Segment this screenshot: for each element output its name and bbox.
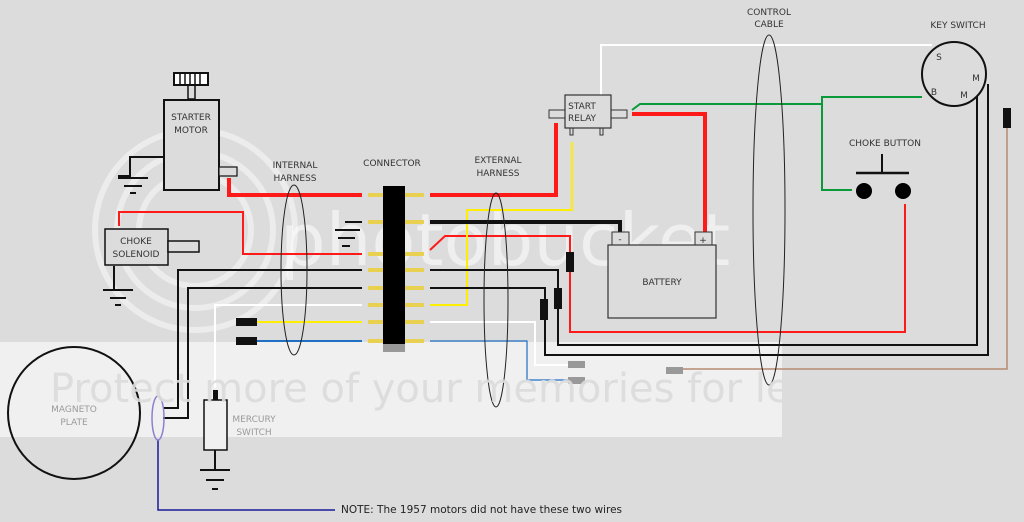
internal-harness-label-2: HARNESS (273, 174, 316, 184)
magneto-plate: MAGNETO PLATE (7, 346, 141, 480)
ground-symbol (335, 229, 360, 247)
yellow-wires (257, 142, 573, 323)
note-text: NOTE: The 1957 motors did not have these… (341, 504, 622, 516)
watermark-banner (0, 342, 782, 437)
note-wire (157, 440, 335, 511)
key-switch-label: KEY SWITCH (930, 21, 985, 31)
battery-positive: + (699, 236, 707, 246)
brown-wire (683, 128, 1008, 370)
start-relay: START RELAY (548, 94, 628, 136)
external-harness (483, 192, 509, 408)
magneto-plate-label-2: PLATE (60, 418, 88, 428)
battery-negative: - (618, 235, 621, 245)
external-harness-label-2: HARNESS (476, 169, 519, 179)
ground-symbol (103, 289, 133, 306)
starter-motor-label-2: MOTOR (174, 126, 208, 136)
key-switch-terminal-s: S (936, 53, 942, 63)
note-wire-loop (151, 395, 165, 441)
black-wires (113, 84, 989, 419)
key-switch-terminal-m2: M (960, 91, 968, 101)
internal-harness-label-1: INTERNAL (273, 161, 318, 171)
key-switch: S B M M (921, 41, 987, 107)
green-wires (631, 96, 922, 191)
connector (368, 186, 424, 352)
start-relay-label-2: RELAY (568, 114, 597, 124)
internal-harness (280, 184, 308, 356)
connector-label: CONNECTOR (363, 159, 421, 169)
key-switch-terminal-m1: M (972, 74, 980, 84)
control-cable-label-1: CONTROL (747, 8, 791, 18)
choke-button-label: CHOKE BUTTON (849, 139, 921, 149)
brown-wire-terminal (1003, 108, 1011, 128)
choke-button (856, 154, 911, 199)
mercury-switch: MERCURY SWITCH (200, 390, 276, 490)
blue-wires (257, 340, 570, 381)
white-wires (214, 44, 932, 388)
magneto-plate-label-1: MAGNETO (51, 405, 97, 415)
gray-terminals (568, 361, 683, 384)
battery: - + BATTERY (607, 231, 717, 319)
choke-solenoid-label-1: CHOKE (120, 237, 152, 247)
wire-terminals (236, 252, 574, 345)
battery-label: BATTERY (642, 278, 682, 288)
external-harness-label-1: EXTERNAL (474, 156, 521, 166)
choke-solenoid: CHOKE SOLENOID (104, 228, 200, 266)
choke-solenoid-label-2: SOLENOID (113, 250, 160, 260)
starter-motor-label-1: STARTER (171, 113, 211, 123)
key-switch-terminal-b: B (931, 88, 937, 98)
starter-motor: STARTER MOTOR (163, 72, 238, 191)
control-cable (752, 34, 786, 386)
start-relay-label-1: START (568, 102, 596, 112)
mercury-switch-label-1: MERCURY (232, 415, 276, 425)
red-wires (118, 112, 906, 333)
mercury-switch-label-2: SWITCH (236, 428, 271, 438)
ground-symbol (118, 177, 148, 194)
control-cable-label-2: CABLE (754, 20, 784, 30)
watermark-banner-text: Protect more of your memories for less! (50, 366, 848, 412)
